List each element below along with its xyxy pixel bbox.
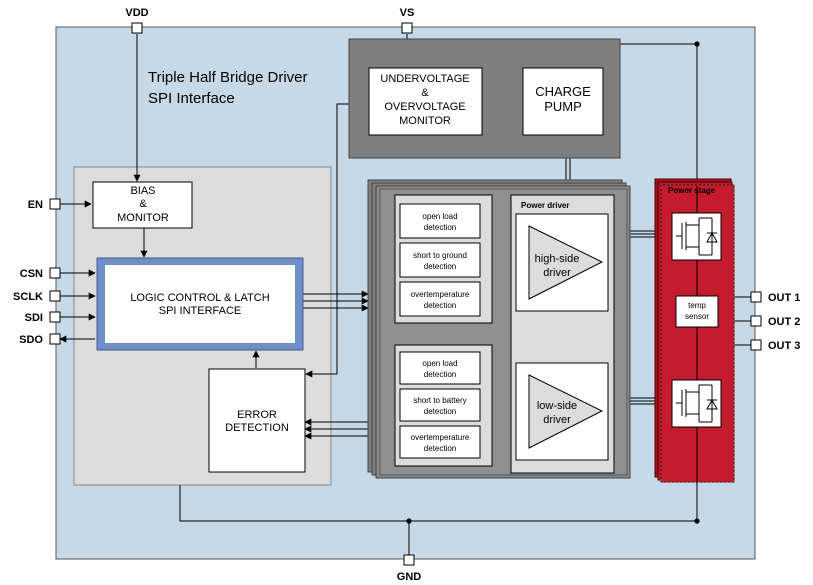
svg-text:ERROR: ERROR <box>237 409 277 421</box>
svg-text:detection: detection <box>424 262 456 271</box>
svg-text:overtemperature: overtemperature <box>411 290 470 299</box>
diagram-title-line1: Triple Half Bridge Driver <box>148 69 308 86</box>
logic-control-block: LOGIC CONTROL & LATCH SPI INTERFACE <box>96 257 304 351</box>
detect-bottom-3: overtemperature detection <box>399 425 481 459</box>
svg-text:UNDERVOLTAGE: UNDERVOLTAGE <box>380 73 469 85</box>
svg-text:detection: detection <box>424 370 456 379</box>
svg-text:LOGIC CONTROL & LATCH: LOGIC CONTROL & LATCH <box>130 292 269 304</box>
pin-sdo: SDO <box>19 333 61 346</box>
detect-top-1: open load detection <box>399 203 481 239</box>
svg-text:CHARGE: CHARGE <box>535 84 591 99</box>
supply-monitor-region: UNDERVOLTAGE & OVERVOLTAGE MONITOR CHARG… <box>348 38 621 159</box>
svg-text:open load: open load <box>422 212 457 221</box>
svg-text:PUMP: PUMP <box>544 99 582 114</box>
svg-text:MONITOR: MONITOR <box>399 115 451 127</box>
power-stage-section: Power stage temp sensor <box>654 178 735 483</box>
svg-text:SDI: SDI <box>25 312 43 324</box>
svg-text:driver: driver <box>543 414 571 426</box>
svg-text:driver: driver <box>543 267 571 279</box>
svg-text:SPI INTERFACE: SPI INTERFACE <box>159 305 242 317</box>
svg-text:Power stage: Power stage <box>668 186 716 195</box>
detect-top-2: short to ground detection <box>399 242 481 278</box>
svg-text:BIAS: BIAS <box>130 185 155 197</box>
svg-text:SDO: SDO <box>19 334 43 346</box>
mosfet-icon <box>671 379 722 428</box>
temp-sensor-block: temp sensor <box>675 295 719 328</box>
detect-bottom-2: short to battery detection <box>399 388 481 422</box>
mosfet-icon <box>671 212 722 261</box>
pin-vs: VS <box>400 7 415 34</box>
diagram-title-line2: SPI Interface <box>148 90 235 107</box>
svg-text:detection: detection <box>424 407 456 416</box>
svg-text:VDD: VDD <box>125 7 148 19</box>
svg-text:detection: detection <box>424 223 456 232</box>
pin-sdi: SDI <box>25 311 61 324</box>
svg-text:overtemperature: overtemperature <box>411 433 470 442</box>
power-driver-section: open load detection short to ground dete… <box>367 179 631 479</box>
svg-text:SCLK: SCLK <box>13 291 43 303</box>
svg-text:OUT 1: OUT 1 <box>768 292 800 304</box>
bias-monitor-block: BIAS & MONITOR <box>92 181 193 229</box>
svg-text:&: & <box>139 198 147 210</box>
error-detection-block: ERROR DETECTION <box>208 368 306 473</box>
pin-out2: OUT 2 <box>750 315 800 328</box>
svg-text:OUT 3: OUT 3 <box>768 340 800 352</box>
svg-text:detection: detection <box>424 444 456 453</box>
svg-text:EN: EN <box>28 199 43 211</box>
pin-vdd: VDD <box>125 7 149 34</box>
pin-gnd: GND <box>397 554 422 583</box>
svg-text:OUT 2: OUT 2 <box>768 316 800 328</box>
svg-text:sensor: sensor <box>685 312 709 321</box>
svg-text:DETECTION: DETECTION <box>225 422 289 434</box>
svg-text:high-side: high-side <box>535 253 580 265</box>
detect-bottom-1: open load detection <box>399 351 481 385</box>
svg-text:short to battery: short to battery <box>413 396 466 405</box>
svg-text:open load: open load <box>422 359 457 368</box>
svg-text:CSN: CSN <box>20 268 43 280</box>
svg-text:GND: GND <box>397 571 422 583</box>
pin-out3: OUT 3 <box>750 339 800 352</box>
svg-text:&: & <box>421 87 429 99</box>
svg-text:OVERVOLTAGE: OVERVOLTAGE <box>384 101 465 113</box>
pin-sclk: SCLK <box>13 290 61 303</box>
svg-text:MONITOR: MONITOR <box>117 212 169 224</box>
svg-text:low-side: low-side <box>537 400 577 412</box>
svg-text:Power driver: Power driver <box>521 201 569 210</box>
pin-en: EN <box>28 198 61 211</box>
svg-text:detection: detection <box>424 301 456 310</box>
pin-csn: CSN <box>20 267 61 280</box>
svg-text:VS: VS <box>400 7 415 19</box>
svg-text:temp: temp <box>688 301 706 310</box>
detect-top-3: overtemperature detection <box>399 281 481 317</box>
svg-text:short to ground: short to ground <box>413 251 467 260</box>
pin-out1: OUT 1 <box>750 291 800 304</box>
